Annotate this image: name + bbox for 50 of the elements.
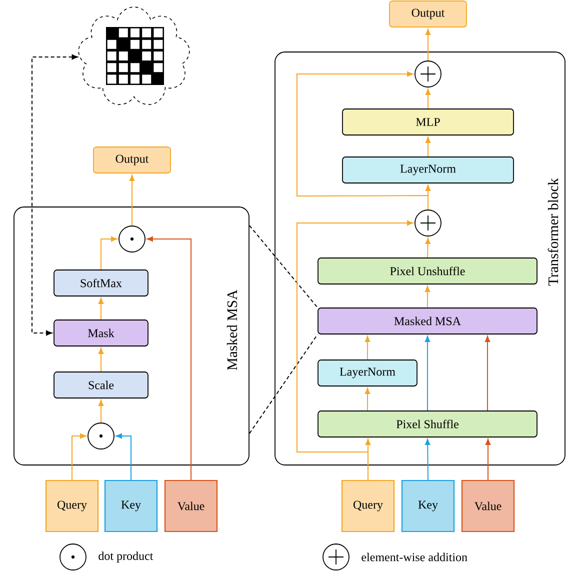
arrow	[425, 28, 431, 62]
addition-symbol	[414, 210, 442, 236]
output-box: Output	[389, 0, 467, 28]
key-box: Key	[401, 480, 455, 532]
panel-title: Masked MSA	[226, 290, 238, 370]
legend-text: dot product	[98, 552, 154, 562]
dot-product-symbol	[118, 226, 146, 252]
scale-box: Scale	[54, 372, 148, 398]
arrow	[364, 388, 370, 412]
arrow	[72, 433, 86, 480]
zoom-line	[248, 225, 318, 308]
key-box: Key	[104, 480, 158, 532]
query-box: Query	[45, 480, 99, 532]
arrow	[98, 400, 104, 424]
addition-symbol	[414, 60, 442, 88]
arrow	[484, 336, 490, 412]
arrow	[425, 136, 431, 158]
arrow	[129, 174, 135, 226]
dashed-line	[32, 54, 78, 336]
arrow	[296, 71, 428, 210]
mask-cloud-drawing	[78, 6, 190, 105]
arrow	[100, 236, 118, 270]
layernorm-box: LayerNorm	[342, 156, 514, 184]
panel-title: Transformer block	[548, 178, 558, 286]
arrow	[365, 438, 371, 480]
arrow	[364, 336, 370, 360]
legend-text: element-wise addition	[362, 552, 468, 562]
arrow	[485, 438, 491, 480]
arrow	[146, 236, 192, 480]
arrow	[116, 433, 132, 480]
arrow	[424, 286, 430, 308]
arrow	[424, 336, 430, 412]
dot-product-symbol	[88, 422, 114, 450]
value-box: Value	[164, 480, 218, 532]
zoom-line	[248, 334, 318, 434]
pixel-shuffle-box: Pixel Shuffle	[318, 410, 538, 438]
arrow	[425, 238, 430, 258]
layernorm-box: LayerNorm	[318, 360, 418, 386]
arrow	[425, 88, 431, 110]
softmax-box: SoftMax	[54, 270, 148, 296]
output-box: Output	[93, 146, 171, 174]
arrow	[98, 298, 104, 320]
arrow	[98, 348, 104, 372]
pixel-unshuffle-box: Pixel Unshuffle	[318, 258, 538, 284]
query-box: Query	[341, 480, 395, 532]
mlp-box: MLP	[342, 108, 514, 136]
arrow	[425, 438, 430, 480]
masked-msa-box: Masked MSA	[318, 308, 538, 334]
mask-box: Mask	[54, 320, 148, 346]
value-box: Value	[461, 480, 515, 532]
